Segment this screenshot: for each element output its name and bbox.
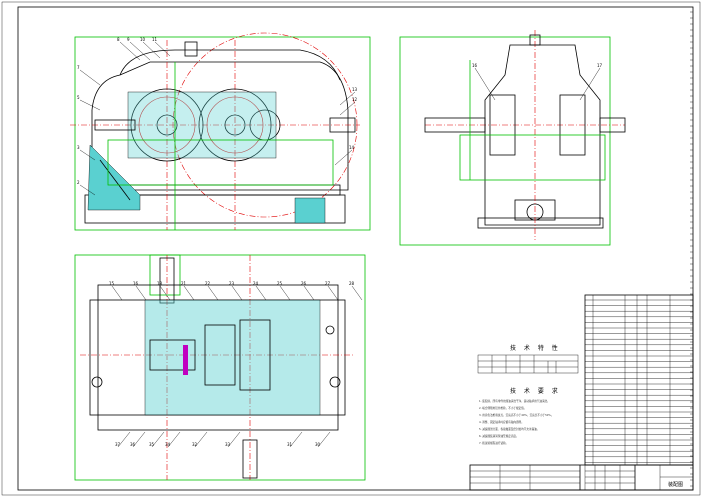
part-balloon-label: 24 xyxy=(253,281,259,286)
leader-line xyxy=(207,285,219,301)
title-block-name: 装配图 xyxy=(668,481,683,488)
frame-edge-ticks xyxy=(690,11,693,487)
leader-line xyxy=(279,285,291,301)
part-balloon-label: 16 xyxy=(472,63,478,68)
leader-line xyxy=(151,431,165,448)
front-view xyxy=(70,32,371,231)
part-balloon-label: 11 xyxy=(152,37,158,42)
part-balloon-label: 28 xyxy=(349,281,355,286)
part-balloon-label: 9 xyxy=(127,37,130,42)
leader-line xyxy=(303,285,315,301)
leader-line xyxy=(79,99,101,111)
tech-characteristics-title: 技 术 特 性 xyxy=(510,344,561,352)
part-balloon-label: 25 xyxy=(277,281,283,286)
leader-line xyxy=(159,285,171,301)
leader-line xyxy=(579,67,601,101)
tech-requirement-line: 2. 啮合侧隙用铅丝检验，不小于规定值。 xyxy=(479,406,526,410)
part-balloon-label: 17 xyxy=(597,63,603,68)
tech-requirement-line: 4. 调整、固定轴承时应留有轴向游隙。 xyxy=(479,420,524,424)
part-balloon-label: 31 xyxy=(287,442,293,447)
tech-requirement-line: 3. 用涂色法检验斑点，沿齿高不小于40%，沿齿长不小于50%。 xyxy=(479,413,554,417)
part-balloon-label: 3 xyxy=(77,145,80,150)
part-balloon-label: 8 xyxy=(117,37,120,42)
tech-requirement-line: 1. 装配前，所有零件用煤油清洗干净，滚动轴承用汽油清洗。 xyxy=(479,399,550,403)
leader-line xyxy=(79,184,96,196)
leader-line xyxy=(339,91,356,106)
tech-characteristics-table xyxy=(477,354,579,374)
part-balloon-label: 5 xyxy=(77,95,80,100)
gear-circle xyxy=(130,88,204,162)
tech-requirement-line: 5. 减速器剖分面、各接触面及密封处均不允许漏油。 xyxy=(479,427,539,431)
part-balloon-label: 16 xyxy=(133,281,139,286)
leader-line xyxy=(117,431,131,448)
leader-line xyxy=(129,41,151,61)
tech-requirements-title: 技 术 要 求 xyxy=(510,387,561,395)
part-balloon-label: 2 xyxy=(77,180,80,185)
part-balloon-label: 15 xyxy=(109,281,115,286)
gear-circle xyxy=(198,88,272,162)
leader-line xyxy=(227,431,241,448)
leader-line xyxy=(334,149,353,166)
tech-requirement-line: 7. 按试验规程进行试验。 xyxy=(479,441,508,445)
part-balloon-label: 10 xyxy=(140,37,146,42)
leader-line xyxy=(79,69,101,86)
part-balloon-label: 32 xyxy=(192,442,198,447)
leader-line xyxy=(351,285,363,301)
part-balloon-label: 35 xyxy=(149,442,155,447)
part-balloon-label: 14 xyxy=(349,145,355,150)
part-balloon-label: 30 xyxy=(315,442,321,447)
tech-requirement-line: 6. 减速器装满润滑油至规定高度。 xyxy=(479,434,519,438)
part-balloon-label: 27 xyxy=(325,281,331,286)
part-balloon-label: 12 xyxy=(352,97,358,102)
leader-line xyxy=(135,285,147,301)
leader-line xyxy=(111,285,123,301)
leader-line xyxy=(339,101,356,116)
part-balloon-label: 23 xyxy=(229,281,235,286)
part-balloon-label: 36 xyxy=(130,442,136,447)
part-balloon-label: 37 xyxy=(115,442,121,447)
leader-line xyxy=(167,431,181,448)
tech-requirements-list: 1. 装配前，所有零件用煤油清洗干净，滚动轴承用汽油清洗。 2. 啮合侧隙用铅丝检… xyxy=(479,399,554,445)
drawing-frame xyxy=(17,6,694,491)
leader-line xyxy=(327,285,339,301)
front-view-balloons: 8 9 10 11 7 5 3 2 13 12 14 xyxy=(77,37,358,196)
part-balloon-label: 13 xyxy=(352,87,358,92)
part-balloon-label: 18 xyxy=(157,281,163,286)
leader-line xyxy=(255,285,267,301)
leader-line xyxy=(79,149,96,161)
leader-line xyxy=(474,67,496,101)
part-balloon-label: 22 xyxy=(205,281,211,286)
leader-line xyxy=(132,431,146,448)
leader-line xyxy=(289,431,303,448)
leader-line xyxy=(154,41,171,57)
leader-line xyxy=(119,41,141,61)
leader-line xyxy=(317,431,331,448)
part-balloon-label: 33 xyxy=(225,442,231,447)
part-balloon-label: 26 xyxy=(301,281,307,286)
part-balloon-label: 7 xyxy=(77,65,80,70)
plan-view xyxy=(74,254,366,481)
plan-bottom-balloons: 37 36 35 34 32 33 31 30 xyxy=(115,431,331,448)
side-view xyxy=(399,30,626,246)
leader-line xyxy=(231,285,243,301)
title-block xyxy=(469,464,694,491)
leader-line xyxy=(183,285,195,301)
part-balloon-label: 34 xyxy=(165,442,171,447)
leader-line xyxy=(142,41,161,59)
parts-list xyxy=(584,294,694,466)
leader-line xyxy=(194,431,208,448)
part-balloon-label: 21 xyxy=(181,281,187,286)
plan-top-balloons: 15 16 18 21 22 23 24 25 26 27 28 xyxy=(109,281,363,301)
